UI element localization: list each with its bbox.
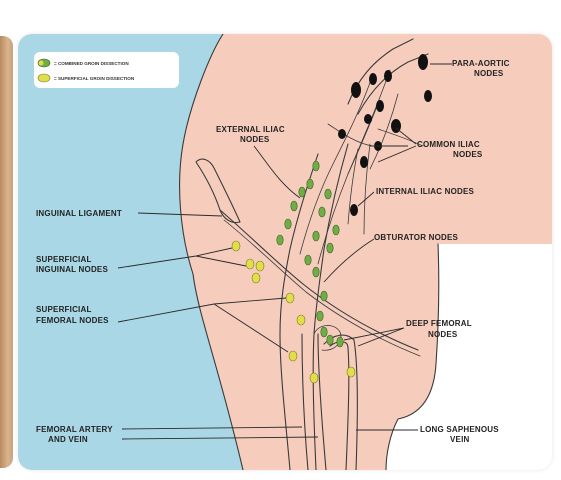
legend: = COMBINED GROIN DISSECTION = SUPERFICIA… bbox=[34, 52, 179, 88]
para-aortic-label-line2: NODES bbox=[474, 69, 504, 78]
long-saphenous-label-line1: LONG SAPHENOUS bbox=[420, 425, 499, 434]
superficial-inguinal-label-line2: INGUINAL NODES bbox=[36, 265, 108, 274]
superficial-femoral-label-line1: SUPERFICIAL bbox=[36, 305, 92, 314]
legend-combined-swatch-inner bbox=[39, 61, 44, 66]
legend-superficial-label: = SUPERFICIAL GROIN DISSECTION bbox=[54, 76, 135, 81]
legend-box bbox=[34, 52, 179, 88]
internal-iliac-label: INTERNAL ILIAC NODES bbox=[376, 187, 475, 196]
deep-femoral-label-line1: DEEP FEMORAL bbox=[406, 319, 472, 328]
lymph-node-diagram: = COMBINED GROIN DISSECTION = SUPERFICIA… bbox=[18, 34, 552, 470]
common-iliac-label-line1: COMMON ILIAC bbox=[417, 140, 480, 149]
long-saphenous-label-line2: VEIN bbox=[450, 435, 469, 444]
inguinal-ligament-label: INGUINAL LIGAMENT bbox=[36, 209, 122, 218]
adjacent-image-edge bbox=[0, 36, 13, 468]
para-aortic-label-line1: PARA-AORTIC bbox=[452, 59, 510, 68]
external-iliac-label-line2: NODES bbox=[240, 135, 270, 144]
common-iliac-label-line2: NODES bbox=[453, 150, 483, 159]
superficial-inguinal-label-line1: SUPERFICIAL bbox=[36, 255, 92, 264]
legend-superficial-swatch bbox=[38, 74, 50, 82]
legend-combined-label: = COMBINED GROIN DISSECTION bbox=[54, 61, 129, 66]
superficial-femoral-label-line2: FEMORAL NODES bbox=[36, 316, 109, 325]
femoral-artery-label-line1: FEMORAL ARTERY bbox=[36, 425, 113, 434]
femoral-artery-label-line2: AND VEIN bbox=[48, 435, 88, 444]
deep-femoral-label-line2: NODES bbox=[428, 330, 458, 339]
obturator-label: OBTURATOR NODES bbox=[374, 233, 459, 242]
external-iliac-label-line1: EXTERNAL ILIAC bbox=[216, 125, 285, 134]
diagram-card[interactable]: = COMBINED GROIN DISSECTION = SUPERFICIA… bbox=[18, 34, 552, 470]
